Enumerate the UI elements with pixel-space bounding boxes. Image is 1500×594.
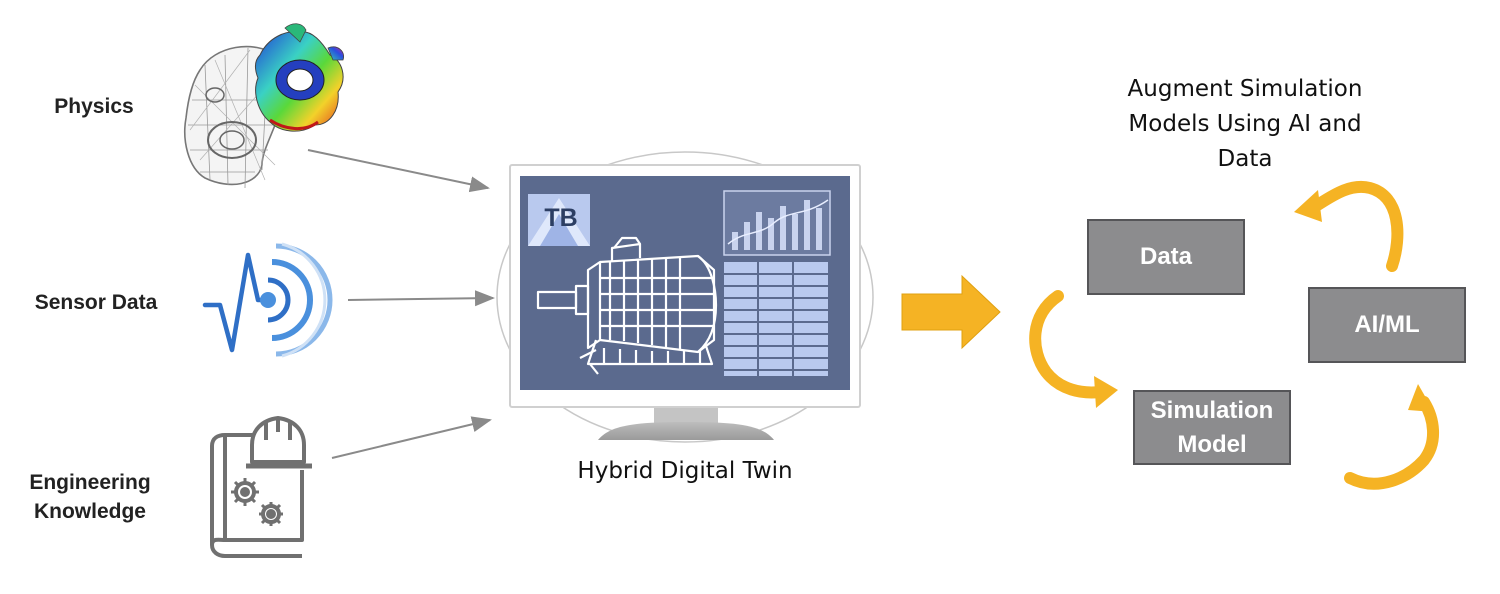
monitor-motor-icon bbox=[496, 151, 874, 443]
engineering-book-icon bbox=[210, 416, 312, 558]
output-arrow bbox=[901, 274, 1001, 350]
sensor-signal-icon bbox=[202, 242, 333, 358]
cycle-arrow-sim-to-ai bbox=[1344, 384, 1440, 490]
data-node-label: Data bbox=[1139, 243, 1193, 270]
physics-arrow bbox=[307, 149, 490, 193]
sensor-arrow bbox=[347, 290, 495, 307]
cycle-arrow-data-to-sim bbox=[1029, 290, 1118, 408]
hybrid-digital-twin-caption: Hybrid Digital Twin bbox=[577, 458, 793, 484]
engineering-knowledge-line1: Engineering bbox=[29, 471, 151, 494]
screen-table bbox=[724, 262, 828, 376]
sensor-data-label: Sensor Data bbox=[34, 291, 158, 314]
aiml-node-label: AI/ML bbox=[1354, 311, 1420, 338]
data-node: Data bbox=[1087, 219, 1245, 295]
engineering-knowledge-label: Engineering Knowledge bbox=[14, 468, 166, 526]
physics-mesh-icon bbox=[184, 23, 345, 189]
simulation-model-line1: Simulation bbox=[1150, 396, 1274, 424]
tb-logo-text: TB bbox=[544, 204, 578, 232]
aiml-node: AI/ML bbox=[1308, 287, 1466, 363]
simulation-model-line2: Model bbox=[1177, 430, 1247, 458]
cycle-title-line3: Data bbox=[1217, 146, 1273, 172]
cycle-title-line1: Augment Simulation bbox=[1127, 76, 1363, 102]
cycle-title: Augment Simulation Models Using AI and D… bbox=[1090, 72, 1400, 177]
cycle-arrow-ai-to-data bbox=[1294, 180, 1404, 272]
engineering-knowledge-line2: Knowledge bbox=[33, 500, 146, 523]
simulation-model-node: Simulation Model bbox=[1133, 390, 1291, 465]
cycle-title-line2: Models Using AI and bbox=[1128, 111, 1362, 137]
knowledge-arrow bbox=[331, 416, 492, 459]
physics-label: Physics bbox=[54, 95, 134, 118]
